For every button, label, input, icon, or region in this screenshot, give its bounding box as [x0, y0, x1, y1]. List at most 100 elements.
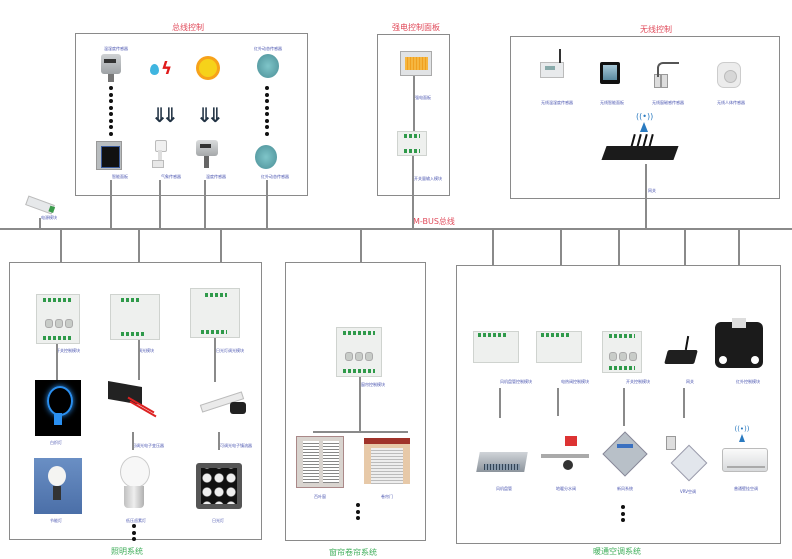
device-label: 强电面板: [415, 95, 431, 100]
shutter-window-icon: [296, 436, 344, 488]
module-label: 开关控制模块: [626, 379, 650, 384]
infrared-control-module-icon: [715, 318, 763, 368]
module-label: 红外控制模块: [736, 379, 760, 384]
switch-input-module-icon: [397, 131, 427, 156]
strong-panel-title: 强电控制面板: [392, 23, 440, 32]
wireless-title: 无线控制: [640, 25, 672, 34]
dotted-chain: [109, 86, 113, 138]
rain-lightning-icon: ϟ: [150, 58, 174, 80]
halogen-bulb-icon: [116, 456, 152, 516]
dotted-chain: [265, 86, 269, 138]
fluorescent-dimming-module-icon: [190, 288, 240, 338]
connector: [204, 180, 206, 228]
connector: [557, 388, 559, 416]
switch-control-module-icon: [36, 294, 80, 344]
module-label: 风机盘管控制模块: [500, 379, 532, 384]
incandescent-bulb-icon: [35, 380, 81, 436]
connector: [623, 388, 625, 426]
fan-coil-control-module-icon: [473, 331, 519, 363]
device-label: 无线人体传感器: [717, 100, 745, 105]
device-label: 温湿度传感器: [104, 46, 128, 51]
floor-heating-valve-icon: [541, 432, 591, 474]
device-label: 百叶窗: [314, 494, 326, 499]
sun-icon: [196, 56, 220, 80]
device-label: 卷帘门: [381, 494, 393, 499]
wall-ac-icon: [722, 448, 768, 472]
device-label: 温度传感器: [206, 174, 226, 179]
power-module-icon: [25, 195, 56, 215]
dotted-chain: [621, 505, 625, 525]
connector: [110, 180, 112, 228]
connector: [645, 164, 647, 228]
electric-valve-control-module-icon: [536, 331, 582, 363]
device-label: 可调光电子变压器: [132, 443, 164, 448]
connector: [359, 377, 361, 432]
connector: [266, 180, 268, 228]
wireless-signal-icon: ((•)): [734, 426, 750, 444]
connector: [218, 432, 220, 450]
infrared-sensor-icon: [257, 54, 279, 78]
dotted-chain: [132, 524, 136, 544]
double-down-arrow-icon: ⇓⇓: [196, 103, 224, 127]
connector: [214, 338, 216, 382]
dimming-module-icon: [110, 294, 160, 340]
switch-control-module-icon: [602, 331, 642, 373]
connector: [412, 156, 414, 228]
dotted-chain: [356, 503, 360, 523]
wireless-signal-icon: ((•)): [636, 113, 653, 133]
device-label: 可调光电子镇流器: [220, 443, 252, 448]
hvac-box: [456, 265, 781, 544]
device-label: 低压卤素灯: [126, 518, 146, 523]
device-label: 风机盘管: [496, 486, 512, 491]
hvac-title: 暖通空调系统: [593, 547, 641, 556]
device-label: 无线智能面板: [600, 100, 624, 105]
connector: [683, 388, 685, 418]
temp-humidity-sensor-icon: [101, 54, 121, 82]
power-module-label: 电源模块: [41, 215, 57, 220]
wireless-temp-sensor-icon: [540, 49, 564, 78]
device-label: 气象传感器: [161, 174, 181, 179]
door-magnet-sensor-icon: [652, 60, 682, 88]
infrared-sensor-icon: [255, 145, 277, 169]
device-label: 开关量输入模块: [414, 176, 442, 181]
connector: [39, 218, 41, 228]
transformer-icon: [106, 380, 162, 420]
energy-saving-bulb-icon: [34, 458, 82, 514]
module-label: 开关控制模块: [56, 348, 80, 353]
curtain-box: [285, 262, 426, 541]
module-label: 窗帘控制模块: [361, 382, 385, 387]
device-label: 新风系统: [617, 486, 633, 491]
connector: [313, 431, 408, 433]
device-label: 红外动态传感器: [254, 46, 282, 51]
smart-panel-icon: [96, 141, 122, 170]
device-label: 网关: [648, 188, 656, 193]
device-label: 白炽灯: [50, 440, 62, 445]
device-label: 无线窗磁感传感器: [652, 100, 684, 105]
module-label: 日光灯调光模块: [216, 348, 244, 353]
device-label: 节能灯: [50, 518, 62, 523]
gateway-icon: [601, 133, 679, 162]
temperature-sensor-icon: [196, 140, 218, 168]
led-panel-icon: [196, 463, 242, 509]
connector: [413, 76, 415, 136]
connector: [138, 340, 140, 380]
connector: [159, 180, 161, 228]
device-label: 地暖分水阀: [556, 486, 576, 491]
wireless-panel-icon: [600, 62, 620, 84]
curtain-control-module-icon: [336, 327, 382, 377]
module-label: 调光模块: [138, 348, 154, 353]
curtain-title: 窗帘卷帘系统: [329, 548, 377, 557]
rolling-door-icon: [364, 438, 410, 484]
fan-coil-icon: [474, 446, 530, 478]
fresh-air-system-icon: [602, 430, 648, 477]
connector: [132, 432, 134, 450]
device-label: 日光灯: [212, 518, 224, 523]
lighting-title: 照明系统: [111, 547, 143, 556]
module-label: 网关: [686, 379, 694, 384]
double-down-arrow-icon: ⇓⇓: [151, 103, 179, 127]
m-bus-line: [0, 228, 792, 230]
human-body-sensor-icon: [717, 62, 741, 88]
connector: [56, 344, 58, 380]
module-label: 电热阀控制模块: [561, 379, 589, 384]
device-label: 无线温湿度传感器: [541, 100, 573, 105]
